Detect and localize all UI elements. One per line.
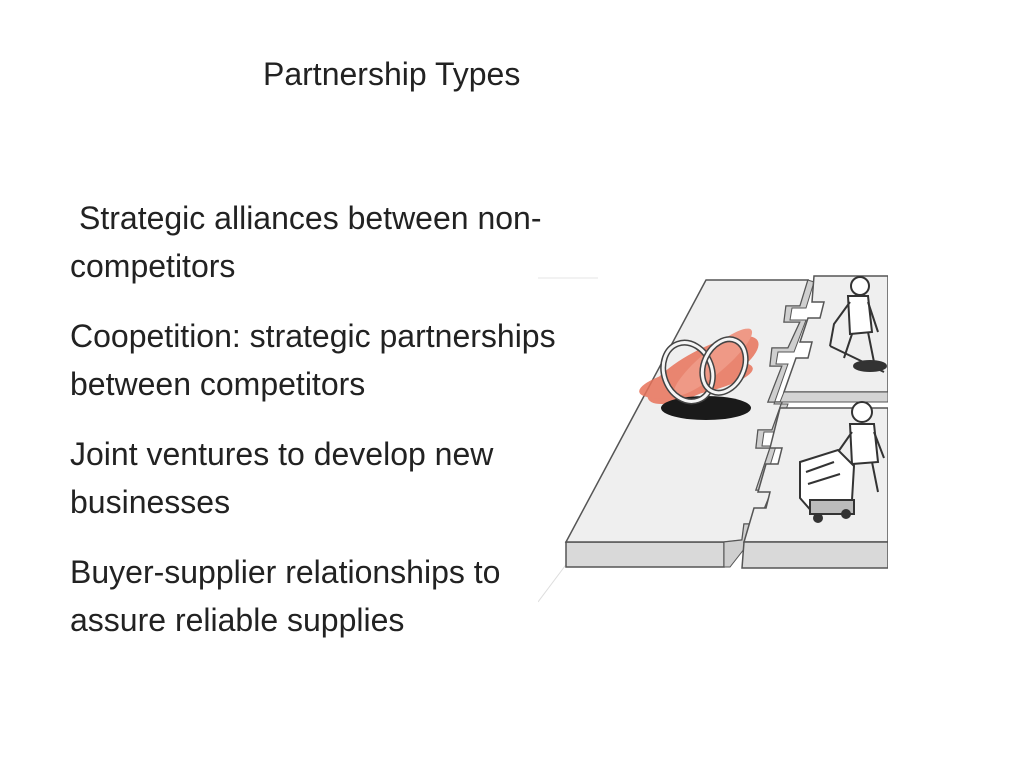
puzzle-partnership-illustration — [537, 262, 889, 608]
bullet-buyer-supplier: Buyer-supplier relationships to assure r… — [70, 554, 501, 638]
bullet-joint-ventures: Joint ventures to develop new businesses — [70, 436, 494, 520]
bullet-coopetition: Coopetition: strategic partnerships betw… — [70, 318, 556, 402]
bullet-strategic-alliances: Strategic alliances between non-competit… — [70, 200, 542, 284]
bullet-list: Strategic alliances between non-competit… — [70, 194, 570, 666]
slide-title: Partnership Types — [263, 56, 521, 92]
